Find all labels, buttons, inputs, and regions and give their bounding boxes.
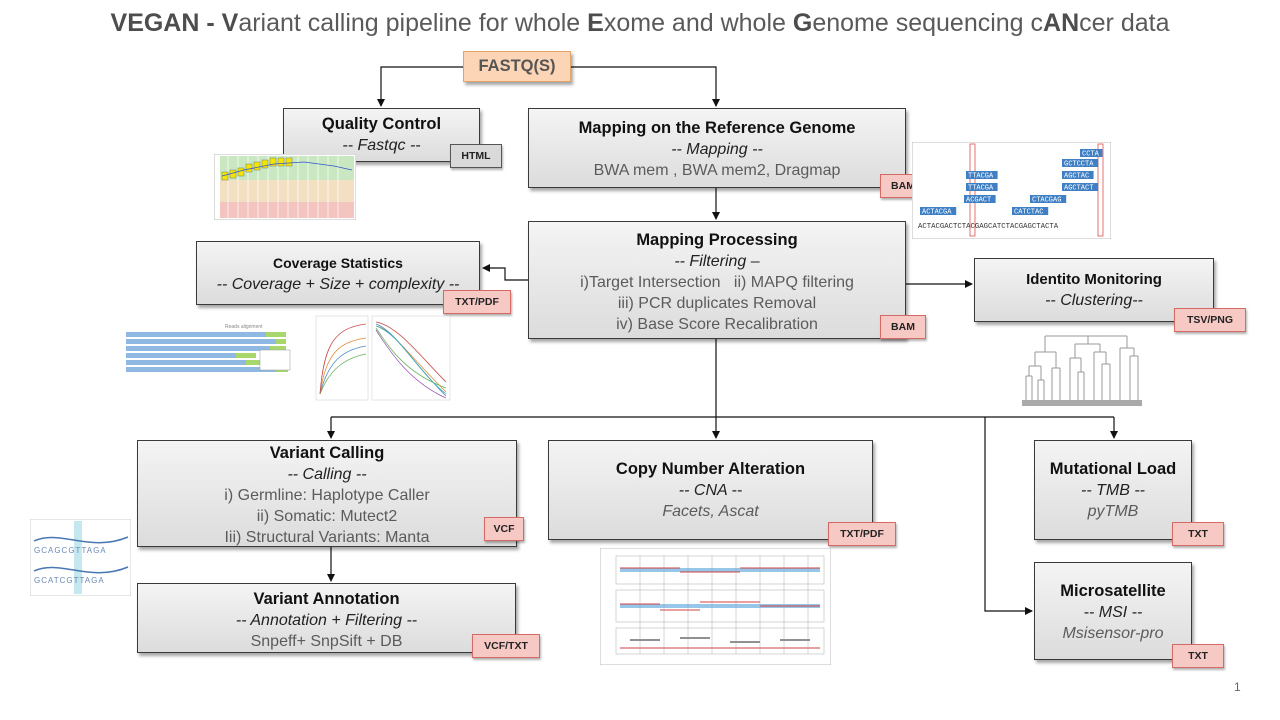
variant-calling-subtitle: -- Calling -- (287, 466, 367, 483)
title-segment: enome sequencing c (812, 9, 1044, 37)
copy-number-subtitle: -- CNA -- (678, 482, 743, 499)
mutational-load-format-badge: TXT (1172, 522, 1224, 546)
aligned-read-box (964, 195, 996, 203)
clustering-dendrogram-thumbnail (1022, 335, 1142, 406)
identito-monitoring-format-badge: TSV/PNG (1174, 308, 1246, 332)
microsatellite-box: Microsatellite -- MSI -- Msisensor-pro (1034, 562, 1192, 660)
microsatellite-tools: Msisensor-pro (1062, 625, 1164, 642)
variant-annotation-tools: Snpeff+ SnpSift + DB (250, 633, 403, 650)
aligned-read-sequence: CTACGAG (1032, 197, 1061, 205)
aligned-read-box (1080, 149, 1103, 157)
identito-monitoring-title: Identito Monitoring (1026, 271, 1162, 288)
quality-control-title: Quality Control (321, 115, 442, 133)
title-segment: ariant calling pipeline for whole (238, 9, 588, 37)
mapping-processing-step-3: iv) Base Score Recalibration (616, 316, 818, 333)
microsatellite-title: Microsatellite (1060, 582, 1166, 600)
page-number: 1 (1234, 680, 1241, 694)
read-alignment-thumbnail: CCTA GCTCCTA TTACGA AGCTAC TTACGA AGCTACT ACGA… (912, 142, 1111, 239)
variant-annotation-box: Variant Annotation -- Annotation + Filte… (137, 583, 516, 653)
identito-monitoring-subtitle: -- Clustering-- (1045, 292, 1143, 309)
coverage-statistics-format-badge: TXT/PDF (443, 290, 511, 314)
quality-control-box: Quality Control -- Fastqc -- (283, 108, 480, 162)
aligned-read-sequence: TTACGA (968, 173, 994, 181)
sequence-bottom: GCATCGTTAGA (34, 576, 105, 585)
sequence-top: GCAGCGTTAGA (34, 546, 107, 555)
mapping-processing-title: Mapping Processing (636, 231, 798, 249)
mapping-processing-step-2: iii) PCR duplicates Removal (617, 295, 817, 312)
mutational-load-box: Mutational Load -- TMB -- pyTMB (1034, 440, 1192, 540)
quality-control-format-badge: HTML (450, 144, 502, 168)
title-segment: xome and whole (603, 9, 793, 37)
svg-text:Reads alignment: Reads alignment (225, 324, 263, 330)
germline-somatic-sequence-thumbnail: GCAGCGTTAGA GCATCGTTAGA (30, 519, 131, 596)
aligned-read-box (920, 207, 957, 215)
aligned-read-box (966, 171, 998, 179)
aligned-read-box (1062, 159, 1099, 167)
title-segment: cer data (1079, 9, 1170, 37)
aligned-read-sequence: CCTA (1082, 151, 1100, 159)
copy-number-box: Copy Number Alteration -- CNA -- Facets,… (548, 440, 873, 540)
variant-calling-format-badge: VCF (484, 517, 524, 541)
microsatellite-subtitle: -- MSI -- (1083, 604, 1143, 621)
title-segment: E (587, 9, 604, 37)
aligned-read-sequence: CATCTAC (1014, 209, 1043, 217)
mapping-title: Mapping on the Reference Genome (578, 119, 856, 137)
coverage-statistics-box: Coverage Statistics -- Coverage + Size +… (196, 241, 480, 305)
mapping-processing-subtitle: -- Filtering – (674, 253, 760, 270)
fastq-input-box: FASTQ(S) (463, 51, 571, 82)
variant-annotation-subtitle: -- Annotation + Filtering -- (235, 612, 418, 629)
coverage-statistics-title: Coverage Statistics (273, 255, 403, 271)
variant-calling-box: Variant Calling -- Calling -- i) Germlin… (137, 440, 517, 547)
connector-fastq-mapping (571, 66, 720, 107)
mapping-processing-step-1: i)Target Intersection ii) MAPQ filtering (580, 274, 854, 291)
mutational-load-tools: pyTMB (1087, 503, 1139, 520)
aligned-read-sequence: AGCTAC (1064, 173, 1089, 181)
aligned-read-box (1062, 171, 1094, 179)
connector-branch-msi (984, 417, 1033, 615)
mapping-tools: BWA mem , BWA mem2, Dragmap (593, 162, 841, 179)
quality-control-subtitle: -- Fastqc -- (342, 137, 421, 154)
aligned-read-box (1012, 207, 1049, 215)
variant-calling-title: Variant Calling (269, 444, 385, 462)
mapping-box: Mapping on the Reference Genome -- Mappi… (528, 108, 906, 188)
variant-annotation-format-badge: VCF/TXT (472, 634, 540, 658)
variant-calling-somatic: ii) Somatic: Mutect2 (256, 508, 398, 525)
connector-processing-coverage (482, 264, 528, 281)
aligned-read-sequence: ACGACT (966, 197, 991, 205)
fastq-input-label: FASTQ(S) (478, 57, 556, 75)
aligned-read-sequence: ACTACGA (922, 209, 952, 217)
mutational-load-subtitle: -- TMB -- (1081, 482, 1145, 499)
aligned-read-box (1030, 195, 1067, 203)
variant-calling-structural: Iii) Structural Variants: Manta (224, 529, 430, 546)
mapping-processing-format-badge: BAM (880, 315, 926, 339)
page-title: VEGAN - Variant calling pipeline for who… (0, 9, 1280, 38)
copy-number-title: Copy Number Alteration (615, 460, 806, 478)
reference-sequence: ACTACGACTCTACGAGCATCTACGAGCTACTA (918, 223, 1059, 231)
mapping-subtitle: -- Mapping -- (671, 141, 763, 158)
copy-number-profile-thumbnail (600, 548, 831, 665)
variant-calling-germline: i) Germline: Haplotype Caller (224, 487, 430, 504)
aligned-read-box (966, 183, 998, 191)
aligned-read-box (1062, 183, 1099, 191)
copy-number-tools: Facets, Ascat (662, 503, 759, 520)
title-segment: G (792, 9, 813, 37)
copy-number-format-badge: TXT/PDF (828, 522, 896, 546)
connector-fastq-qc (377, 66, 463, 107)
variant-annotation-title: Variant Annotation (253, 590, 400, 608)
title-segment: VEGAN - (110, 9, 222, 37)
coverage-plots-thumbnail: Reads alignment (126, 315, 451, 401)
fastqc-quality-plot-thumbnail (214, 154, 356, 220)
aligned-read-sequence: AGCTACT (1064, 185, 1093, 193)
coverage-statistics-subtitle: -- Coverage + Size + complexity -- (216, 276, 460, 293)
microsatellite-format-badge: TXT (1172, 644, 1224, 668)
aligned-read-sequence: TTACGA (968, 185, 994, 193)
mutational-load-title: Mutational Load (1049, 460, 1177, 478)
title-segment: AN (1043, 9, 1080, 37)
title-segment: V (221, 9, 239, 37)
aligned-read-sequence: GCTCCTA (1064, 161, 1094, 169)
mapping-processing-box: Mapping Processing -- Filtering – i)Targ… (528, 221, 906, 339)
